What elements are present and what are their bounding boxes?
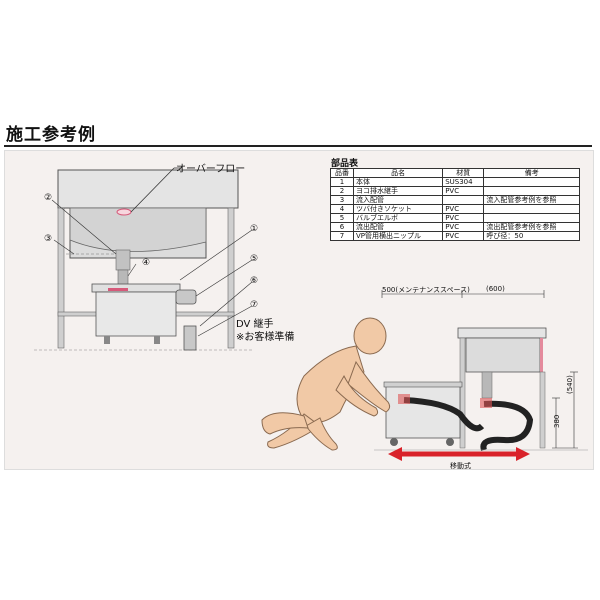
part-name: 流入配管 [352, 195, 444, 205]
worker-arm [347, 360, 391, 413]
sink-leg-left [57, 207, 65, 349]
section-heading: 施工参考例 [6, 125, 96, 145]
parts-table-header: 品番 品名 材質 備考 [330, 168, 580, 178]
part-material [442, 195, 485, 205]
callout-5: ⑤ [250, 254, 259, 264]
worker-leg [267, 413, 321, 449]
overflow-leader [130, 167, 175, 213]
grease-trap-body [95, 291, 177, 337]
part-remarks: 流入配管参考例を参照 [483, 195, 580, 205]
outlet-elbow [175, 289, 197, 305]
left-sink-diagram [34, 167, 254, 351]
part-name: 本体 [352, 177, 444, 187]
header-material: 材質 [442, 168, 485, 178]
callout-1: ① [250, 224, 259, 234]
part-remarks: 呼び径：50 [483, 231, 580, 241]
part-no: 6 [330, 222, 354, 232]
drain-pipe [115, 249, 131, 271]
header-part-no: 品番 [330, 168, 354, 178]
outlet-pipe [183, 325, 197, 351]
installation-diagram [34, 167, 588, 461]
callout-7: ⑦ [250, 300, 259, 310]
movable-label: 移動式 [450, 462, 471, 470]
overflow-label: オーバーフロー [176, 164, 246, 175]
right-sink-top [457, 327, 547, 339]
right-trap-body [385, 385, 461, 439]
part-no: 1 [330, 177, 354, 187]
callout-4: ④ [142, 258, 151, 268]
part-name: VP管用横出ニップル [352, 231, 444, 241]
part-remarks [483, 213, 580, 223]
part-material: PVC [442, 231, 485, 241]
parts-table-title: 部品表 [331, 159, 359, 169]
customer-prepared-note: ※お客様準備 [236, 332, 295, 343]
part-no: 5 [330, 213, 354, 223]
callout-2: ② [44, 193, 53, 203]
part-material: PVC [442, 213, 485, 223]
worker-shin [305, 417, 338, 451]
width-600-dim: (600) [486, 285, 505, 293]
right-sink-diagram [374, 290, 588, 461]
sink-leg-right [227, 207, 235, 349]
part-material: PVC [442, 222, 485, 232]
part-no: 2 [330, 186, 354, 196]
maintenance-space-dim: 500(メンテナンススペース) [382, 286, 470, 294]
part-remarks [483, 186, 580, 196]
part-remarks [483, 204, 580, 214]
part-no: 3 [330, 195, 354, 205]
part-material: PVC [442, 186, 485, 196]
header-part-name: 品名 [352, 168, 444, 178]
sink-top [57, 169, 239, 209]
grease-trap-lid [91, 283, 181, 293]
overflow-hole [116, 208, 132, 216]
right-sink-bowl [465, 337, 541, 373]
callout-6: ⑥ [250, 276, 259, 286]
worker-arm-2 [335, 374, 379, 417]
heading-rule [4, 145, 592, 147]
part-name: バルブエルボ [352, 213, 444, 223]
height-380-dim: 380 [553, 414, 561, 428]
part-no: 7 [330, 231, 354, 241]
worker-figure [261, 317, 391, 451]
height-540-dim: (540) [566, 375, 574, 394]
sink-bowl-shape [69, 207, 207, 252]
worker-head [353, 317, 387, 355]
callout-3: ③ [44, 234, 53, 244]
part-name: ヨコ排水継手 [352, 186, 444, 196]
part-name: ツバ付きソケット [352, 204, 444, 214]
header-remarks: 備考 [483, 168, 580, 178]
part-remarks [483, 177, 580, 187]
part-no: 4 [330, 204, 354, 214]
movable-arrow [388, 447, 530, 461]
flex-hose [403, 397, 485, 432]
part-name: 流出配管 [352, 222, 444, 232]
part-material: PVC [442, 204, 485, 214]
part-material: SUS304 [442, 177, 485, 187]
part-remarks: 流出配管参考例を参照 [483, 222, 580, 232]
dv-fitting-label: DV 継手 [236, 319, 274, 330]
